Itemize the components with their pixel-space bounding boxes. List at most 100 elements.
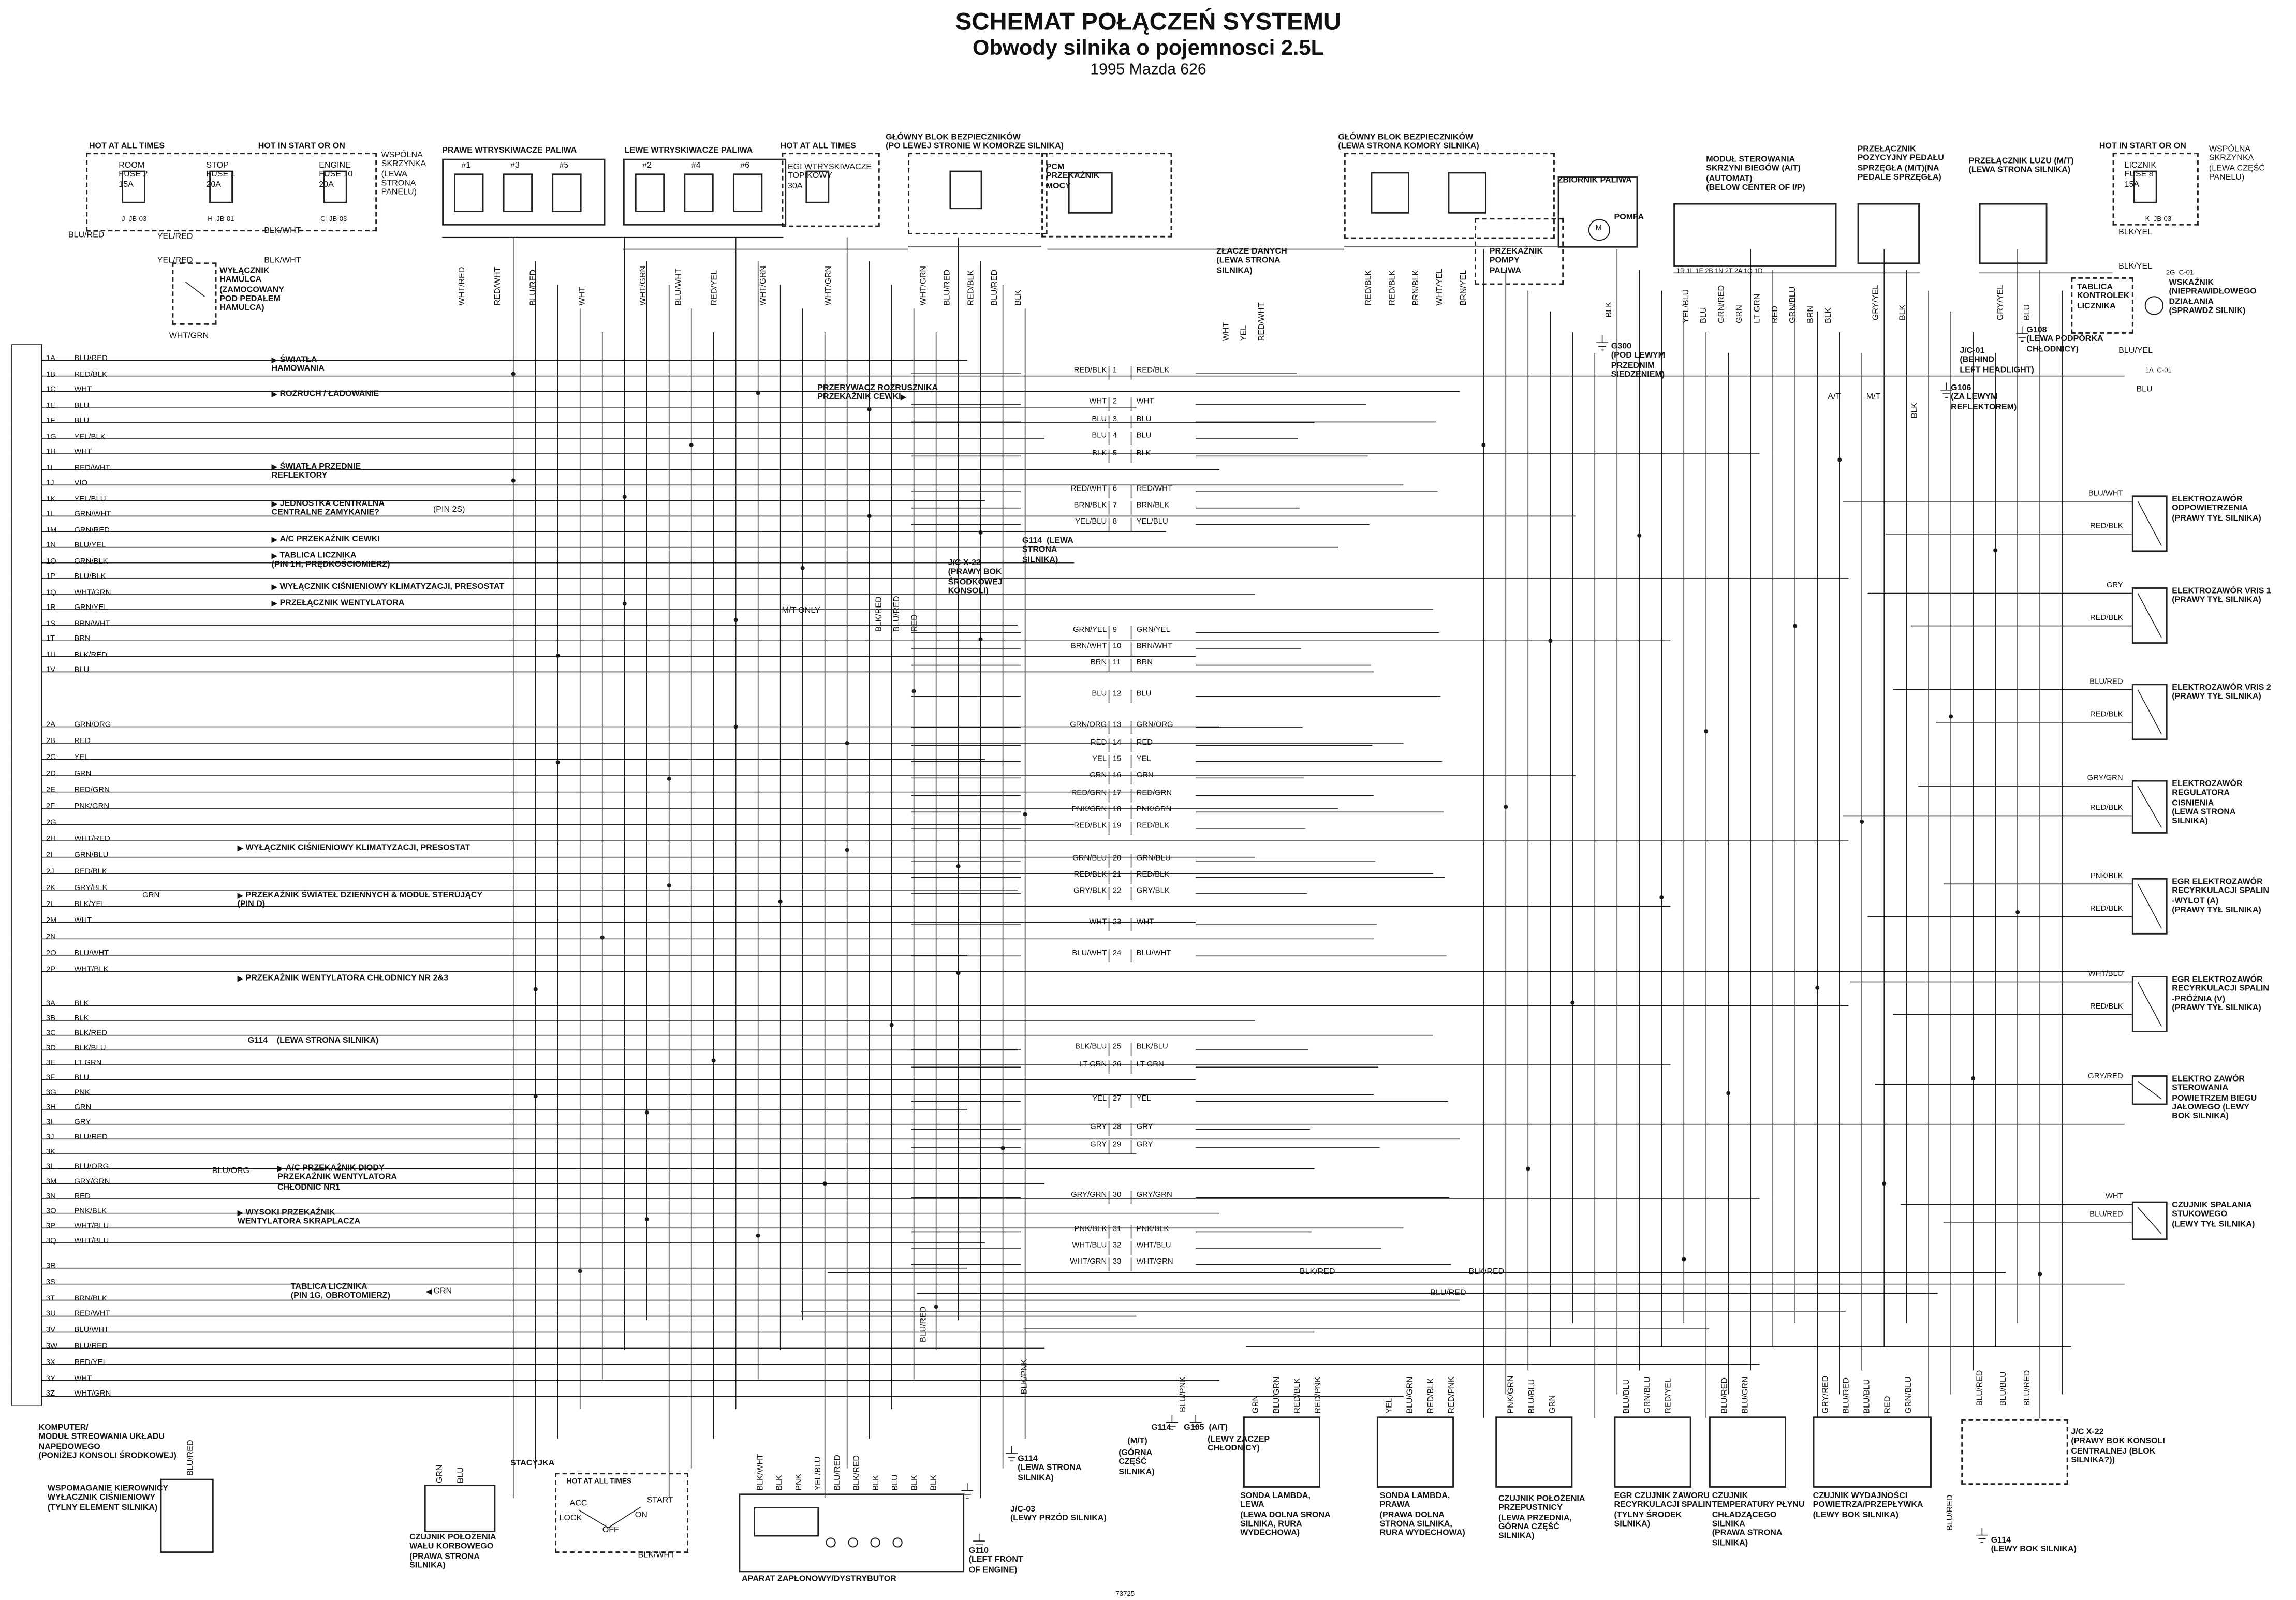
- ccol-l-29: GRY: [1090, 1140, 1107, 1150]
- pin-1O: 1O: [46, 557, 56, 566]
- component-box: [172, 262, 217, 325]
- ccol-l-4: BLU: [1092, 432, 1107, 441]
- component-box: [1614, 1416, 1691, 1488]
- cnum-4: 4: [1112, 432, 1117, 441]
- ignition-switch-label: STACYJKA: [510, 1459, 555, 1469]
- pin-2F: 2F: [46, 802, 55, 811]
- cnum-7: 7: [1112, 501, 1117, 511]
- wire-yel-red-2: YEL/RED: [157, 256, 193, 266]
- wire-blu-yel-r: BLU/YEL: [2118, 347, 2153, 356]
- fuse-panel-note: WSPÓLNA SKRZYNKA (LEWA STRONA PANELU): [381, 151, 426, 198]
- pin-color-3U: RED/WHT: [74, 1310, 110, 1320]
- wire-fb2-3: BRN/BLK: [1412, 270, 1421, 306]
- wire-tps-3: GRN: [1549, 1395, 1558, 1414]
- pin-2H: 2H: [46, 835, 56, 844]
- vris2-solenoid: [2131, 684, 2168, 740]
- wire-wht-grn-brake: WHT/GRN: [169, 332, 209, 342]
- evap-solenoid-wire-0: BLU/WHT: [2088, 489, 2123, 499]
- pin-color-3B: BLK: [74, 1014, 89, 1024]
- ccol-r-4: BLU: [1136, 432, 1152, 441]
- pressure-reg-solenoid: [2131, 780, 2168, 834]
- egr-vac-solenoid: [2131, 976, 2168, 1032]
- pin-color-2E: RED/GRN: [74, 786, 110, 795]
- wire-ign: BLK/WHT: [638, 1551, 675, 1561]
- ccol-r-9: GRN/YEL: [1136, 626, 1170, 635]
- wire-clutch-2: BLK: [1898, 304, 1908, 321]
- pcm-label: KOMPUTER/ MODUŁ STREOWANIA UKŁADU NAPĘDO…: [38, 1424, 176, 1461]
- wire-dc-1: WHT: [1222, 322, 1232, 342]
- ccol-l-5: BLK: [1092, 449, 1107, 458]
- wire-blu-org: BLU/ORG: [212, 1167, 250, 1176]
- ccol-l-28: GRY: [1090, 1122, 1107, 1132]
- wire-mid-3: RED: [910, 614, 920, 632]
- wire-dist-7: BLK: [872, 1475, 881, 1491]
- wire-maf-5: GRN/BLU: [1905, 1376, 1914, 1414]
- starter-interrupt-label: PRZERYWACZ ROZRUSZNIKA PRZEKAŹNIK CEWKI: [817, 384, 938, 403]
- component-box: [1371, 172, 1409, 214]
- ccol-l-12: BLU: [1092, 689, 1107, 699]
- component-box: [684, 173, 714, 212]
- wire-inj-r2: RED/WHT: [494, 266, 503, 306]
- wire-tcm-1: YEL/BLU: [1682, 289, 1691, 323]
- pin-1H: 1H: [46, 448, 56, 457]
- cnum-21: 21: [1112, 870, 1122, 880]
- pin-color-2H: WHT/RED: [74, 835, 110, 844]
- wire-dist-5: BLU/RED: [833, 1455, 843, 1491]
- fuse-stop: STOP FUSE 1 20A: [206, 161, 236, 189]
- ccol-l-23: WHT: [1089, 918, 1107, 927]
- pin-3Q: 3Q: [46, 1237, 56, 1246]
- component-box: [754, 1507, 819, 1537]
- ccol-l-18: PNK/GRN: [1071, 805, 1107, 814]
- cnum-2: 2: [1112, 397, 1117, 407]
- ccol-l-25: BLK/BLU: [1075, 1043, 1107, 1052]
- ccol-r-17: RED/GRN: [1136, 789, 1172, 798]
- component-box: [635, 173, 665, 212]
- wire-egrs-1: BLU/BLU: [1623, 1379, 1632, 1414]
- vris1-solenoid-wire-0: GRY: [2106, 581, 2123, 590]
- pin-2K: 2K: [46, 884, 56, 893]
- pin-3R: 3R: [46, 1262, 56, 1271]
- cnum-33: 33: [1112, 1257, 1122, 1267]
- component-box: [1709, 1416, 1787, 1488]
- cnum-18: 18: [1112, 805, 1122, 814]
- component-box: [1979, 203, 2048, 264]
- arrowhead-icon: [271, 600, 277, 606]
- anno-ac-coil: A/C PRZEKAŹNIK CEWKI: [271, 536, 380, 545]
- pin-3P: 3P: [46, 1222, 56, 1232]
- component-box: [1813, 1416, 1932, 1488]
- g114-mt-note2: (GÓRNA CZĘŚĆ SILNIKA): [1118, 1449, 1155, 1477]
- ccol-l-3: BLU: [1092, 415, 1107, 424]
- wire-dist-6: BLK/RED: [853, 1455, 862, 1491]
- pin-color-3M: GRY/GRN: [74, 1177, 110, 1187]
- knock-sensor-label: CZUJNIK SPALANIA STUKOWEGO (LEWY TYŁ SIL…: [2172, 1201, 2255, 1229]
- pin-color-1B: RED/BLK: [74, 370, 107, 379]
- pin-color-1F: BLU: [74, 417, 90, 426]
- hot-in-start-right: HOT IN START OR ON: [2099, 142, 2186, 152]
- cnum-20: 20: [1112, 854, 1122, 864]
- tcm-pins: 1R 1L 1E 2B 1N 2T 2A 1Q 1D: [1676, 266, 1763, 275]
- component-box: [782, 153, 880, 227]
- pin-3B: 3B: [46, 1014, 56, 1024]
- ccol-l-6: RED/WHT: [1070, 485, 1107, 494]
- neutral-switch-label: PRZEŁĄCZNIK LUZU (M/T) (LEWA STRONA SILN…: [1968, 157, 2074, 176]
- pin-3T: 3T: [46, 1294, 55, 1303]
- tcm-label: MODUŁ STEROWANIA SKRZYNI BIEGÓW (A/T) (A…: [1706, 155, 1805, 193]
- cnum-1: 1: [1112, 366, 1117, 376]
- pin-color-3P: WHT/BLU: [74, 1222, 109, 1232]
- pin-1N: 1N: [46, 541, 56, 551]
- pin-color-1N: BLU/YEL: [74, 541, 106, 551]
- arrowhead-icon: [271, 391, 277, 397]
- ccol-l-32: WHT/BLU: [1072, 1241, 1107, 1251]
- pin-color-1I: RED/WHT: [74, 463, 110, 472]
- pin-1B: 1B: [46, 370, 56, 379]
- distributor-label: APARAT ZAPŁONOWY/DYSTRYBUTOR: [742, 1575, 896, 1584]
- component-box: [1344, 153, 1555, 239]
- g105-note: (LEWY ZACZEP CHŁODNICY): [1208, 1435, 1270, 1454]
- anno-brake-lights: ŚWIATŁA HAMOWANIA: [271, 355, 325, 375]
- fuel-tank-label: ZBIORNIK PALIWA: [1557, 176, 1632, 186]
- egr-out-solenoid-wire-0: PNK/BLK: [2090, 872, 2123, 881]
- pin-color-3A: BLK: [74, 999, 89, 1009]
- panel-right-note: WSPÓLNA SKRZYNKA (LEWA CZĘŚĆ PANELU): [2209, 145, 2265, 183]
